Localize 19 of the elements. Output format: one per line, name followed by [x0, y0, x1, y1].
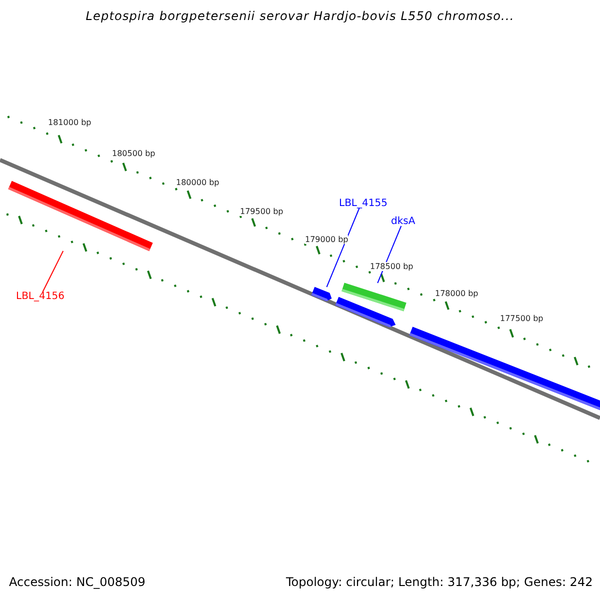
- scale-tick-label: 178000 bp: [435, 289, 478, 298]
- leader-line: [326, 208, 360, 288]
- gene-label: LBL_4155: [339, 198, 388, 209]
- title: Leptospira borgpetersenii serovar Hardjo-bovis L550 chromoso...: [84, 9, 516, 23]
- footer-text: Accession: NC_008509: [9, 575, 146, 589]
- gene-feature: [311, 286, 332, 302]
- scale-tick-label: 179000 bp: [305, 235, 348, 244]
- leader-line: [42, 250, 64, 292]
- footer-text: Topology: circular; Length: 317,336 bp; Genes: 242: [286, 575, 593, 589]
- gene-feature: [335, 296, 396, 328]
- gene-label: LBL_4156: [16, 291, 64, 302]
- scale-tick-label: 179500 bp: [240, 207, 284, 216]
- gene-label: dksA: [391, 216, 416, 227]
- gene-feature: [8, 180, 153, 252]
- scale-tick-label: 181000 bp: [48, 118, 92, 127]
- leader-line: [377, 226, 402, 284]
- scale-tick-label: 178500 bp: [370, 262, 414, 271]
- scale-tick-label: 180500 bp: [112, 149, 156, 158]
- scale-tick-label: 180000 bp: [176, 178, 220, 187]
